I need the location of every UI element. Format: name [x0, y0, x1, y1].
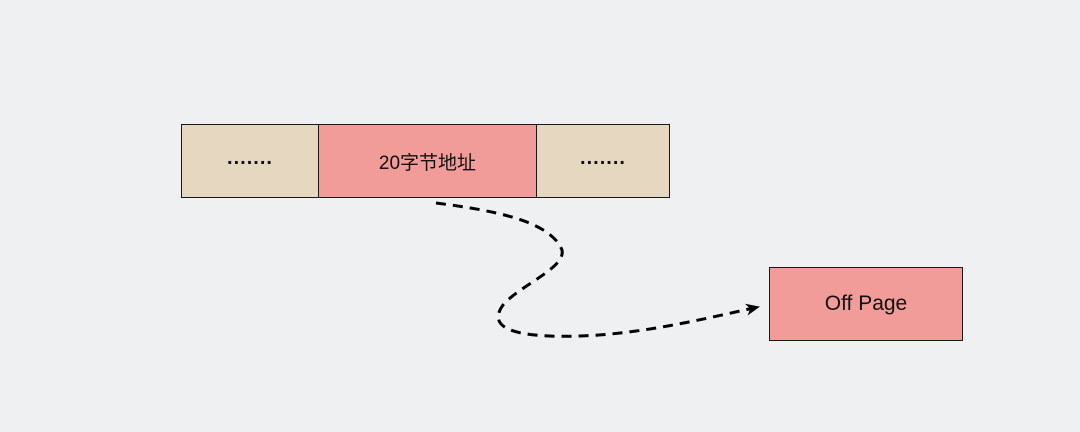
- record-cell-right: .......: [536, 125, 669, 197]
- off-page-box: Off Page: [769, 267, 963, 341]
- record-cell-address: 20字节地址: [318, 125, 536, 197]
- off-page-label: Off Page: [824, 292, 908, 315]
- ellipsis-left: .......: [227, 146, 273, 169]
- ellipsis-right: .......: [580, 146, 626, 169]
- record-row: ....... 20字节地址 .......: [181, 124, 670, 198]
- connector-path: [435, 201, 760, 338]
- record-cell-left: .......: [182, 125, 318, 197]
- address-label: 20字节地址: [378, 152, 477, 174]
